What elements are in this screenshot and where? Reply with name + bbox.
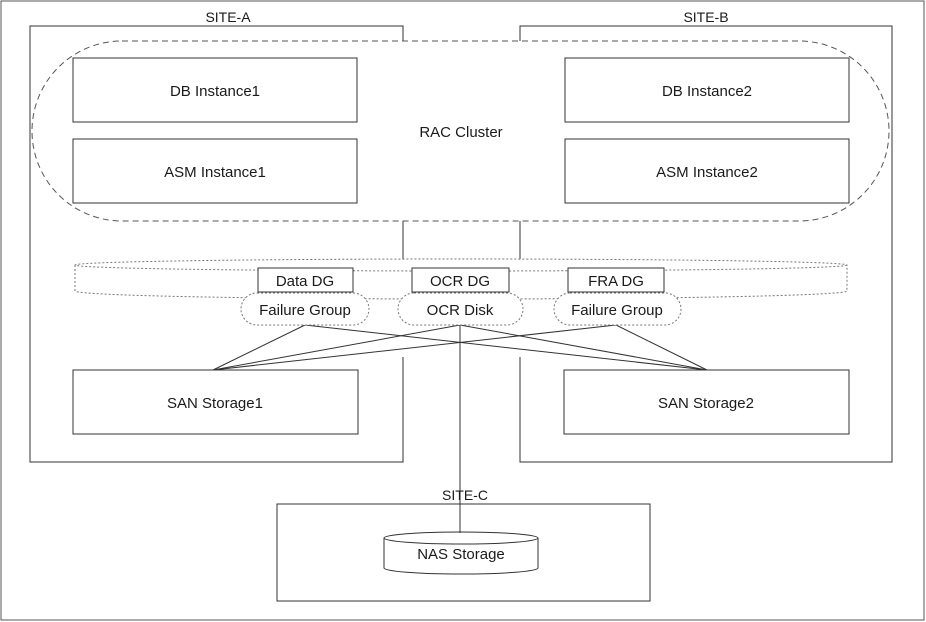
san-storage2-box — [563, 369, 850, 435]
failure-group-right-pill — [553, 292, 682, 326]
san-storage1-box — [72, 369, 359, 435]
fra-dg-box — [567, 267, 665, 293]
asm-instance1-label: ASM Instance1 — [164, 164, 266, 181]
fra-dg-label: FRA DG — [588, 273, 644, 290]
ocr-dg-label: OCR DG — [430, 273, 490, 290]
asm-instance2-box — [564, 138, 850, 204]
asm-instance2-label: ASM Instance2 — [656, 164, 758, 181]
data-dg-label: Data DG — [276, 273, 334, 290]
ocr-disk-label: OCR Disk — [427, 302, 494, 319]
db-instance1-label: DB Instance1 — [170, 83, 260, 100]
san-storage2-label: SAN Storage2 — [658, 395, 754, 412]
failure-group-connections — [212, 324, 708, 371]
site-b-boundary — [519, 25, 893, 463]
db-instance1-box — [72, 57, 358, 123]
site-a-label: SITE-A — [205, 9, 251, 25]
site-c-boundary — [276, 503, 651, 602]
site-b-label: SITE-B — [683, 9, 728, 25]
db-instance2-box — [564, 57, 850, 123]
data-dg-box — [257, 267, 354, 293]
failure-group-right-label: Failure Group — [571, 302, 663, 319]
asm-instance1-box — [72, 138, 358, 204]
site-c-label: SITE-C — [442, 487, 488, 503]
failure-group-left-pill — [240, 292, 370, 326]
nas-storage-cylinder — [383, 531, 539, 575]
ocr-disk-pill — [397, 292, 524, 326]
rac-cluster-label: RAC Cluster — [419, 124, 502, 141]
site-a-boundary — [29, 25, 404, 463]
failure-group-left-label: Failure Group — [259, 302, 351, 319]
ocr-dg-box — [411, 267, 510, 293]
nas-storage-label: NAS Storage — [417, 546, 505, 563]
san-storage1-label: SAN Storage1 — [167, 395, 263, 412]
db-instance2-label: DB Instance2 — [662, 83, 752, 100]
